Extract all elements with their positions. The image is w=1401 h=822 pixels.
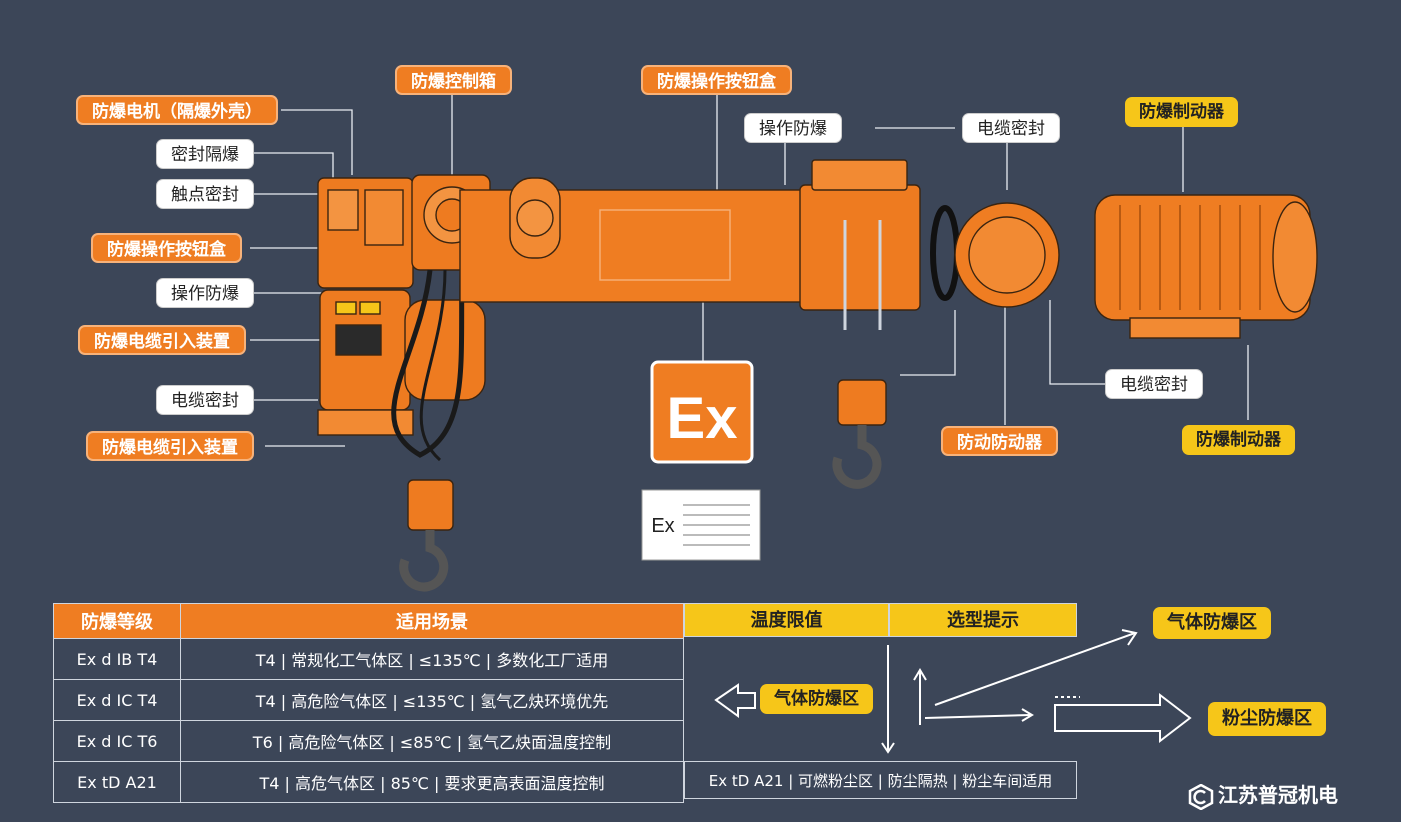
label-gas-zone: 气体防爆区 [1153,607,1271,639]
hook-left [399,530,449,592]
header-temp-limit: 温度限值 [684,603,889,637]
label-button-box-top: 防爆操作按钮盒 [641,65,792,95]
label-op-proof-left: 操作防爆 [156,278,254,308]
label-dust-zone: 粉尘防爆区 [1208,702,1326,736]
right-panel-bottom-row: Ex tD A21 | 可燃粉尘区 | 防尘隔热 | 粉尘车间适用 [684,761,1077,799]
label-cable-seal-right: 电缆密封 [1105,369,1203,399]
label-cable-entry-2: 防爆电缆引入装置 [86,431,254,461]
table-row: Ex d IC T4 T4 | 高危险气体区 | ≤135℃ | 氢气乙炔环境优… [53,679,684,721]
hook-right [832,425,882,489]
label-cable-seal-left: 电缆密封 [156,385,254,415]
label-anti-collision: 防动防动器 [941,426,1058,456]
trolley [799,184,921,311]
table-cell: Ex d IC T6 [53,720,181,762]
label-seal-isolation: 密封隔爆 [156,139,254,169]
ex-badge-text: Ex [667,386,738,451]
table-cell: T4 | 高危险气体区 | ≤135℃ | 氢气乙炔环境优先 [180,679,684,721]
brand: 江苏普冠机电 [1188,779,1338,810]
table-cell: T4 | 高危气体区 | 85℃ | 要求更高表面温度控制 [180,761,684,803]
table-header-scene: 适用场景 [180,603,684,639]
table-row: Ex d IB T4 T4 | 常规化工气体区 | ≤135℃ | 多数化工厂适… [53,638,684,680]
label-control-box: 防爆控制箱 [395,65,512,95]
ex-badge [650,360,754,464]
table-cell: Ex d IC T4 [53,679,181,721]
table-row: Ex tD A21 T4 | 高危气体区 | 85℃ | 要求更高表面温度控制 [53,761,684,803]
header-selection-tip: 选型提示 [889,603,1077,637]
table-cell: Ex d IB T4 [53,638,181,680]
label-button-box-left: 防爆操作按钮盒 [91,233,242,263]
label-contact-seal: 触点密封 [156,179,254,209]
explosion-grade-table: 防爆等级 适用场景 Ex d IB T4 T4 | 常规化工气体区 | ≤135… [53,603,684,803]
label-cable-seal-top: 电缆密封 [962,113,1060,143]
nameplate-ex: Ex [651,515,674,537]
table-cell: T4 | 常规化工气体区 | ≤135℃ | 多数化工厂适用 [180,638,684,680]
table-row: Ex d IC T6 T6 | 高危险气体区 | ≤85℃ | 氢气乙炔面温度控… [53,720,684,762]
table-header-grade: 防爆等级 [53,603,181,639]
label-cable-entry-1: 防爆电缆引入装置 [78,325,246,355]
table-cell: Ex tD A21 [53,761,181,803]
label-op-proof-top: 操作防爆 [744,113,842,143]
label-gas-zone-mid: 气体防爆区 [760,684,873,714]
label-motor: 防爆电机（隔爆外壳） [76,95,278,125]
brand-logo-icon [1188,783,1214,810]
brand-name: 江苏普冠机电 [1218,783,1338,807]
label-brake-right: 防爆制动器 [1182,425,1295,455]
label-brake-top: 防爆制动器 [1125,97,1238,127]
table-cell: T6 | 高危险气体区 | ≤85℃ | 氢气乙炔面温度控制 [180,720,684,762]
